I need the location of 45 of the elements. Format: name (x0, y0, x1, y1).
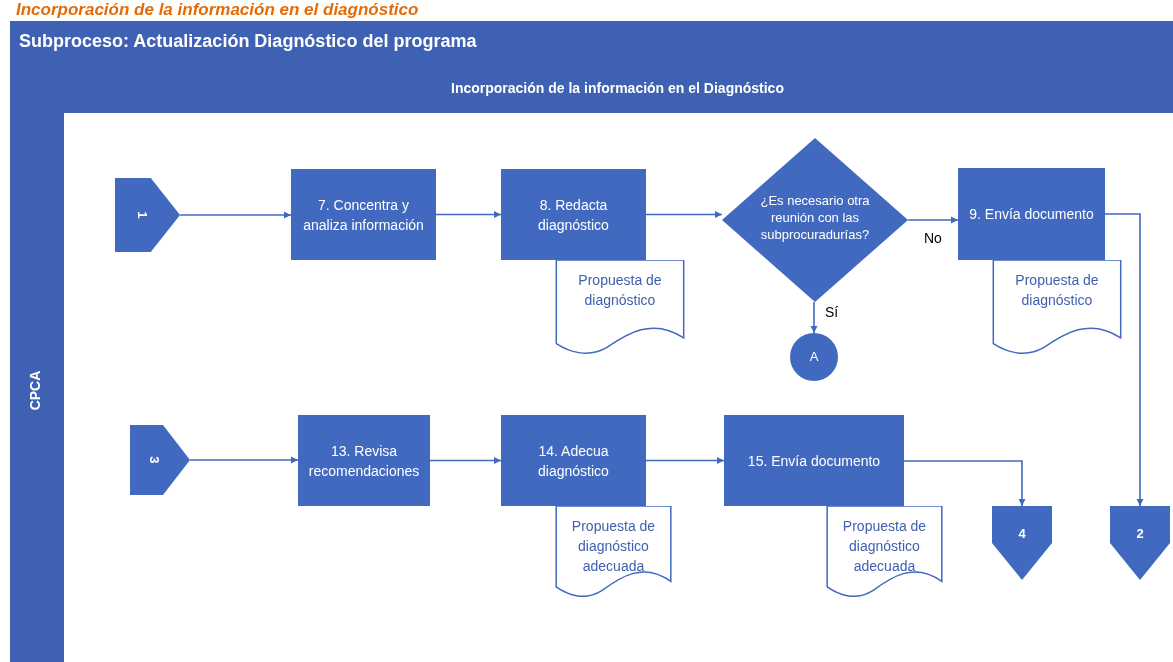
decision-diamond (722, 138, 908, 302)
arrow (810, 301, 818, 334)
node-label: 7. Concentra y analiza información (302, 195, 425, 235)
subprocess-title: Subproceso: Actualización Diagnóstico del programa (19, 30, 477, 53)
page-heading: Incorporación de la información en el diagnóstico (16, 0, 419, 20)
arrow (907, 216, 959, 224)
document-label: Propuesta de diagnóstico adecuada (841, 517, 928, 576)
node-label: 15. Envía documento (746, 451, 882, 471)
off-page-connector (130, 425, 190, 495)
arrow (179, 211, 292, 219)
node-label: ¿Es necesario otra reunión con las subprocuradurías? (759, 191, 871, 243)
process-box (291, 169, 436, 260)
process-box (501, 169, 646, 260)
document-shape (992, 260, 1122, 355)
document-shape (555, 260, 685, 355)
node-label: 1 (134, 211, 152, 219)
document-label: Propuesta de diagnóstico (577, 271, 663, 310)
arrow (189, 456, 299, 464)
arrow (435, 210, 502, 219)
node-label: 3 (146, 456, 164, 464)
lane-label: CPCA (26, 369, 45, 412)
arrow (645, 456, 725, 465)
phase-title: Incorporación de la información en el Diagnóstico (450, 79, 785, 98)
process-box (501, 415, 646, 506)
off-page-connector (1110, 506, 1170, 580)
process-box (958, 168, 1105, 260)
arrow (903, 460, 1026, 507)
arrow (645, 210, 723, 219)
off-page-connector (115, 178, 180, 252)
node-label: 13. Revisa recomendaciones (307, 441, 421, 481)
process-box (724, 415, 904, 506)
node-label: 9. Envía documento (968, 205, 1095, 224)
node-label: 4 (1018, 525, 1026, 544)
process-box (298, 415, 430, 506)
off-page-connector (992, 506, 1052, 580)
document-shape (555, 506, 672, 598)
arrow (1104, 213, 1144, 507)
node-label: A (809, 348, 819, 367)
document-label: Propuesta de diagnóstico adecuada (570, 517, 657, 576)
node-label: 2 (1136, 525, 1144, 544)
node-label: 8. Redacta diagnóstico (537, 195, 610, 235)
document-shape (826, 506, 943, 598)
document-label: Propuesta de diagnóstico (1014, 271, 1100, 310)
node-label: 14. Adecua diagnóstico (537, 441, 610, 481)
arrow (429, 456, 502, 465)
